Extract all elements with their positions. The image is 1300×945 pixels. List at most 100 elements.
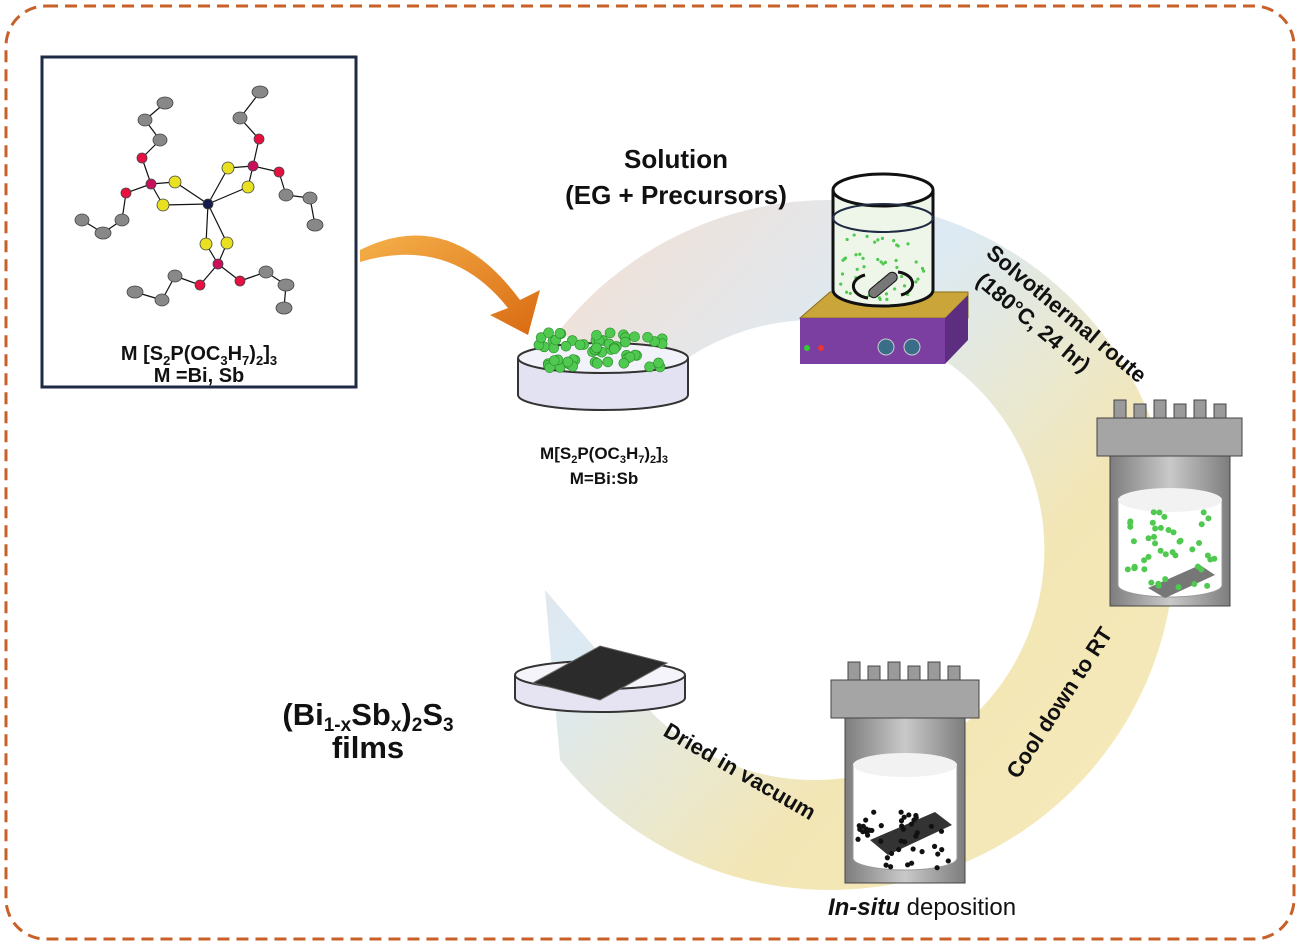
solution-particle [1124,566,1131,573]
solution-particle [895,265,899,270]
solution-particle [900,274,904,279]
solution-particle [1141,557,1148,564]
solution-particle [1150,509,1157,516]
cycle-ring [545,200,1175,891]
precursor-particle [592,358,603,369]
precursor-particle [535,332,547,343]
deposited-particle [935,851,941,857]
solution-particle [1177,537,1184,544]
solution-particle [854,253,858,257]
deposited-particle [939,847,945,853]
deposited-particle [856,823,862,829]
dashed-border [4,4,1296,941]
solution-label: Solution [624,144,728,174]
solution-particle [848,291,852,296]
solution-particle [1200,509,1207,516]
solution-particle [845,237,849,242]
deposited-particle [898,809,904,815]
solution-particle [894,258,898,263]
solution-particle [1145,535,1152,542]
deposited-particle [934,865,940,871]
deposited-particle [860,823,866,829]
precursor-particles [533,327,668,373]
beaker-solution [831,172,935,308]
precursor-particle [554,328,566,339]
solution-particle [1162,551,1169,558]
solution-particle [1191,580,1198,587]
deposited-particle [901,814,907,820]
solution-particle [1169,549,1176,556]
solution-particle [1155,580,1162,587]
solution-particle [1204,582,1211,589]
solution-particle [876,238,880,242]
solution-particle [1198,566,1205,573]
solution-particle [862,265,866,269]
solution-particle [1157,524,1164,531]
solution-particle [1141,566,1148,573]
solution-particle [881,262,885,266]
precursor-particle [602,356,614,368]
solution-particle [1161,513,1168,520]
deposited-particle [888,864,894,870]
deposited-particle [855,836,861,842]
molecule-atoms [74,85,324,315]
solution-particle [1127,518,1134,525]
molecule-formula: M [S2P(OC3H7)2]3 [121,343,277,368]
precursor-particle [609,343,620,355]
solution-particle [841,258,845,262]
deposited-particle [864,832,871,838]
solution-particle [1152,525,1159,532]
solution-particle [892,239,896,243]
autoclave-heating [1096,399,1243,607]
precursor-particle [642,331,653,343]
deposited-particle [913,812,919,819]
deposited-particle [888,850,895,857]
deposited-particle [905,862,911,868]
solution-particle [1211,555,1218,562]
films-formula: (Bi1-xSbx)2S3 [282,697,453,736]
solution-particle [906,242,910,246]
solution-particle [1149,519,1156,526]
deposited-particle [898,818,905,824]
deposited-particle [913,833,919,839]
deposited-particle [878,823,884,829]
precursor-particle [644,361,655,373]
solution-particle [893,287,897,291]
deposited-particle [945,858,951,864]
solution-particle [1145,553,1152,560]
dish-metals: M=Bi:Sb [570,469,638,488]
solution-particle [839,282,843,286]
curved-arrow [360,235,540,335]
deposited-particle [931,843,938,849]
solution-particle [1189,546,1196,553]
precursor-particle [560,340,572,352]
deposited-particle [883,862,889,868]
films-label: films [332,730,404,765]
solution-particle [1196,539,1203,546]
solution-particle [1170,529,1177,536]
deposited-particle [908,860,915,866]
solution-particle [1127,523,1134,530]
solution-particle [884,292,889,296]
solution-particle [1162,576,1169,583]
deposited-particle [899,823,905,829]
solution-particle [879,260,883,264]
solution-particle [920,266,925,271]
solution-particle [1198,521,1205,528]
deposited-particle [896,846,902,853]
solution-particle [878,297,882,301]
solution-particle [876,257,880,262]
precursor-particle [604,327,616,339]
precursor-particle [629,331,640,343]
deposited-particle [919,849,925,855]
precursor-particle [591,329,602,341]
solution-particle [845,290,849,294]
deposited-particle [878,838,884,844]
film-substrate [531,645,669,701]
deposited-particle [911,817,917,823]
deposited-particle [884,855,890,861]
petri-dish-precursor [517,327,689,411]
deposited-particle [863,817,869,823]
solution-particle [880,236,885,240]
